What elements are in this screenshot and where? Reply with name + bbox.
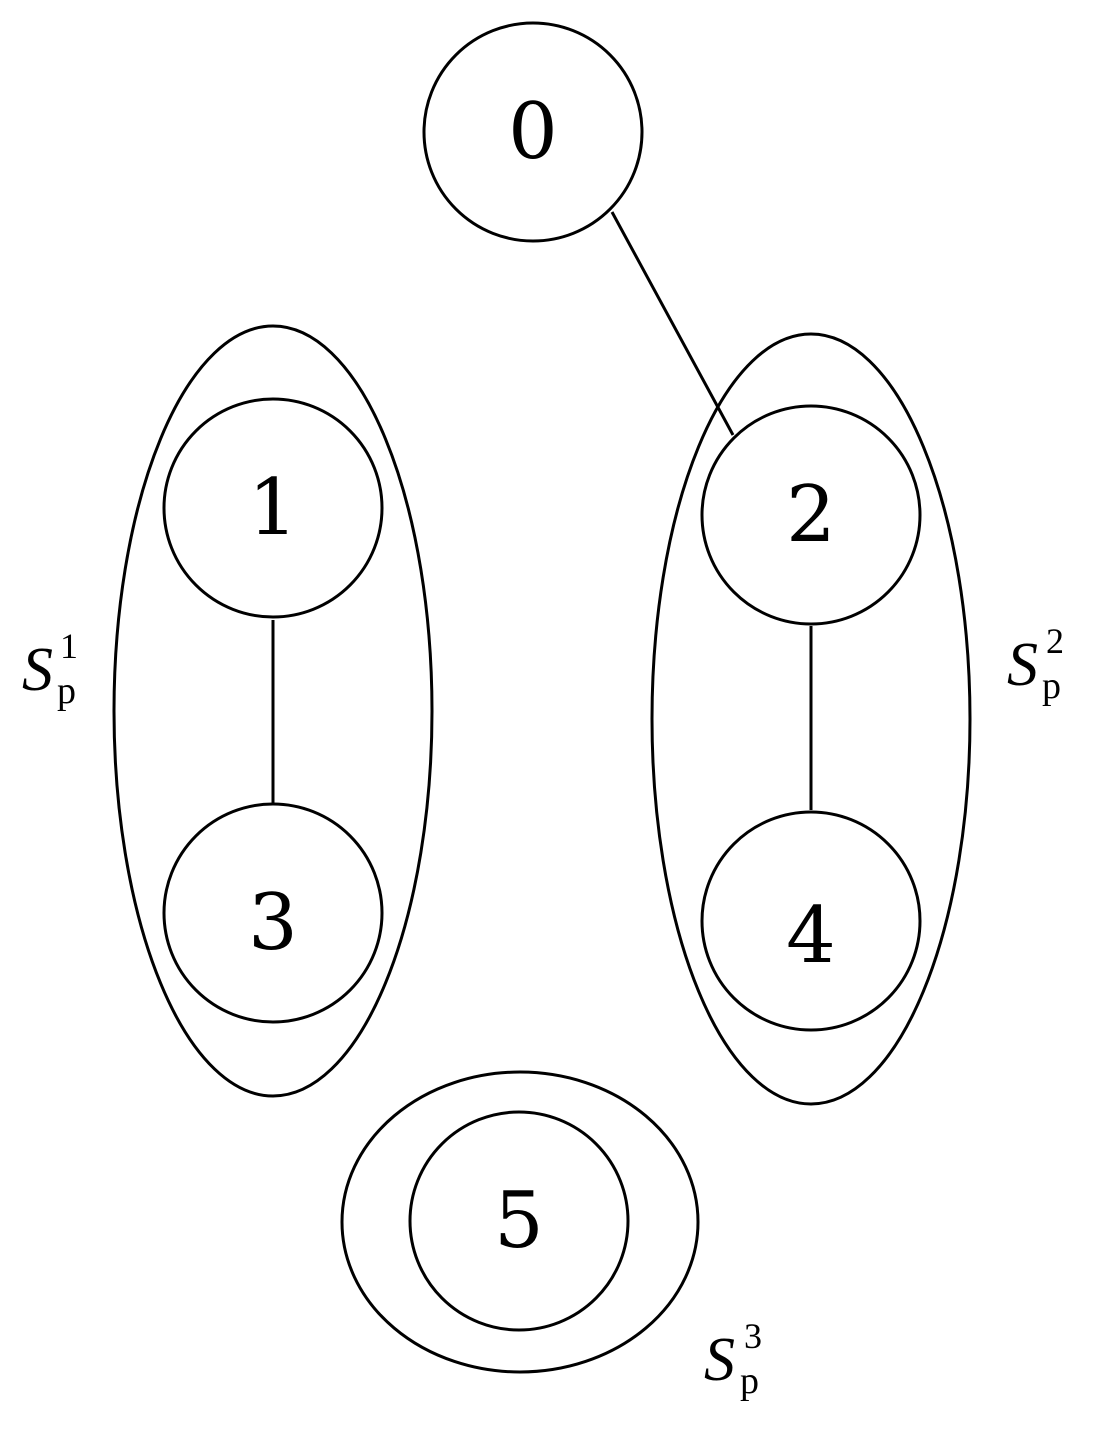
set-2-symbol: S bbox=[1007, 631, 1038, 699]
node-0-circle bbox=[422, 21, 644, 243]
node-2-circle bbox=[700, 404, 922, 626]
set-1-enclosure bbox=[112, 324, 434, 1098]
set-2-subscript: p bbox=[1042, 665, 1061, 707]
node-1-circle bbox=[162, 397, 384, 619]
node-5-circle bbox=[408, 1110, 630, 1332]
node-1-label: 1 bbox=[248, 463, 298, 553]
set-3-label: S 3 p bbox=[704, 1316, 762, 1402]
set-1-label: S 1 p bbox=[22, 626, 78, 712]
node-2-label: 2 bbox=[786, 470, 836, 560]
set-3-enclosure bbox=[340, 1070, 700, 1374]
set-3-superscript: 3 bbox=[744, 1316, 762, 1356]
set-2-label: S 2 p bbox=[1007, 621, 1064, 707]
node-5: 5 bbox=[408, 1110, 630, 1332]
set-3-subscript: p bbox=[740, 1360, 759, 1402]
node-4-label: 4 bbox=[786, 891, 836, 981]
node-3-label: 3 bbox=[248, 878, 298, 968]
node-3-circle bbox=[162, 802, 384, 1024]
node-4-circle bbox=[700, 810, 922, 1032]
set-2-superscript: 2 bbox=[1046, 621, 1064, 661]
node-0: 0 bbox=[422, 21, 644, 243]
node-0-label: 0 bbox=[508, 87, 558, 177]
node-3: 3 bbox=[162, 802, 384, 1024]
set-1-symbol: S bbox=[22, 636, 53, 704]
node-4: 4 bbox=[700, 810, 922, 1032]
set-1-subscript: p bbox=[57, 670, 76, 712]
set-1-superscript: 1 bbox=[60, 626, 78, 666]
node-1: 1 bbox=[162, 397, 384, 619]
set-2-enclosure bbox=[650, 332, 972, 1106]
node-2: 2 bbox=[700, 404, 922, 626]
node-5-label: 5 bbox=[494, 1176, 544, 1266]
edge-0-2 bbox=[610, 211, 735, 436]
set-3-symbol: S bbox=[704, 1326, 735, 1394]
